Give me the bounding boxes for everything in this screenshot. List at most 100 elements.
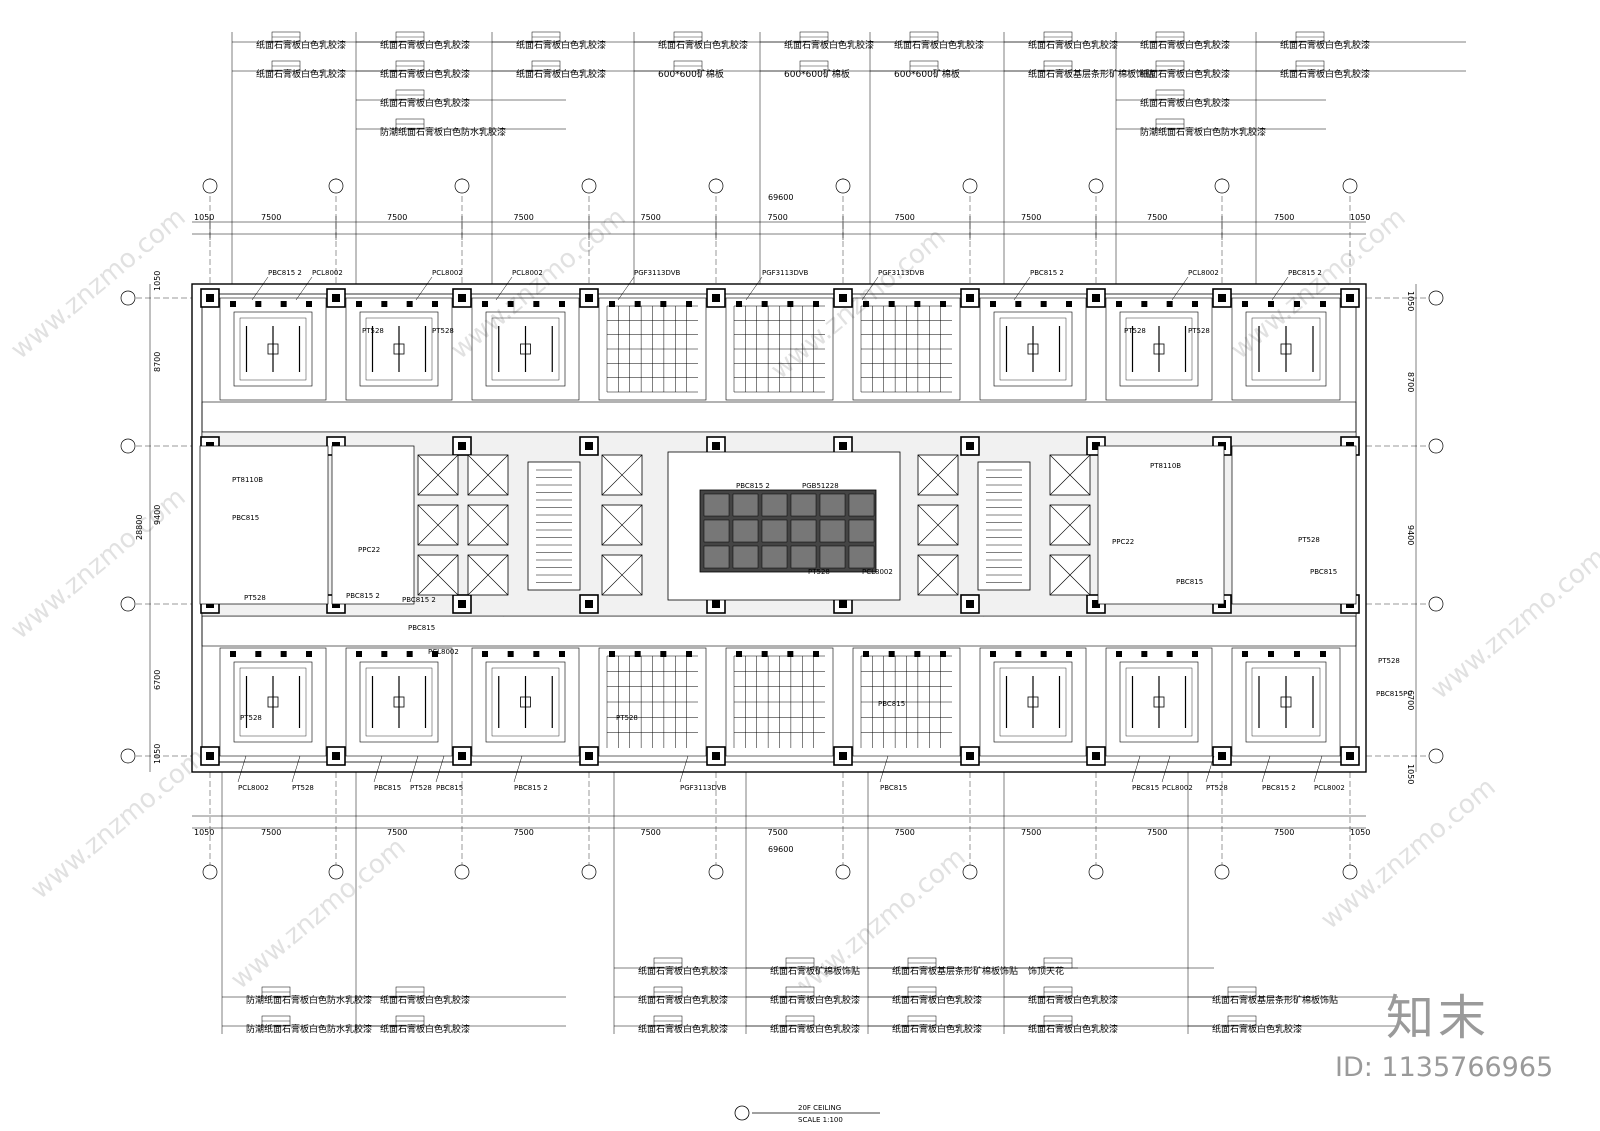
downlight-icon bbox=[1066, 301, 1072, 307]
watermark-text: www.znzmo.com bbox=[785, 842, 971, 1005]
downlight-icon bbox=[660, 651, 667, 657]
fixture-tag-inner: PT528 bbox=[1188, 327, 1210, 335]
fixture-tag-inner: PBC815 bbox=[1310, 568, 1337, 576]
fixture-tag-inner: PT528 bbox=[616, 714, 638, 722]
dim-bay: 7500 bbox=[514, 828, 534, 837]
fixture-tag-inner: PPC22 bbox=[358, 546, 380, 554]
dim-vertical-seg: 6700 bbox=[1406, 690, 1415, 710]
elevator-cross bbox=[1049, 504, 1091, 546]
column-core bbox=[458, 442, 466, 450]
decorative-panel bbox=[819, 519, 846, 543]
title-marker-icon bbox=[734, 1105, 750, 1121]
downlight-icon bbox=[230, 651, 236, 657]
tag-leader bbox=[495, 276, 513, 301]
material-callout-text: 纸面石膏板白色乳胶漆 bbox=[770, 994, 860, 1006]
grid-bubble-icon bbox=[454, 178, 470, 194]
ceiling-panel-inner bbox=[999, 667, 1067, 737]
dim-vertical-overall: 28800 bbox=[135, 515, 144, 540]
outer-wall bbox=[191, 283, 1367, 773]
material-callout-text: 纸面石膏板白色乳胶漆 bbox=[380, 1023, 470, 1035]
material-callout-text: 纸面石膏板白色乳胶漆 bbox=[380, 39, 470, 51]
south-room bbox=[1105, 647, 1213, 757]
fixture-tag-top: PGF3113DVB bbox=[762, 269, 809, 277]
north-room bbox=[219, 297, 327, 401]
fixture-tag-bottom: PGF3113DVB bbox=[680, 784, 727, 792]
fixture-tag-top: PCL8002 bbox=[432, 269, 463, 277]
decorative-panel bbox=[761, 519, 788, 543]
decorative-panel bbox=[819, 493, 846, 517]
downlight-icon bbox=[1192, 301, 1198, 307]
downlight-icon bbox=[813, 301, 819, 307]
material-callout-text: 纸面石膏板基层条形矿棉板饰贴 bbox=[1028, 68, 1154, 80]
downlight-icon bbox=[482, 651, 488, 657]
grid-bubble-icon bbox=[202, 864, 218, 880]
grid-bubble-icon bbox=[1428, 438, 1444, 454]
diffuser-icon bbox=[393, 696, 405, 708]
downlight-icon bbox=[940, 651, 946, 657]
dim-edge-bay: 1050 bbox=[1350, 213, 1370, 222]
downlight-icon bbox=[990, 301, 996, 307]
elevator-cross bbox=[467, 504, 509, 546]
watermark-text: www.znzmo.com bbox=[5, 202, 191, 365]
material-callout-text: 纸面石膏板白色乳胶漆 bbox=[380, 68, 470, 80]
fixture-tag-bottom: PT528 bbox=[292, 784, 314, 792]
tag-leader bbox=[617, 276, 635, 301]
dim-vertical-seg: 1050 bbox=[1406, 764, 1415, 784]
downlight-icon bbox=[406, 301, 413, 307]
downlight-icon bbox=[507, 651, 514, 657]
downlight-icon bbox=[1040, 651, 1047, 657]
dim-bay: 7500 bbox=[768, 213, 788, 222]
fixture-tag-inner: PBC815 bbox=[878, 700, 905, 708]
decorative-panel bbox=[790, 493, 817, 517]
downlight-icon bbox=[761, 301, 768, 307]
downlight-icon bbox=[1166, 651, 1173, 657]
downlight-icon bbox=[1242, 651, 1248, 657]
tag-leader bbox=[879, 755, 889, 783]
ceiling-panel-inner bbox=[239, 317, 307, 381]
grid-bubble-icon bbox=[581, 178, 597, 194]
ceiling-panel bbox=[1119, 661, 1199, 743]
diffuser-icon bbox=[1027, 696, 1039, 708]
downlight-icon bbox=[888, 651, 895, 657]
grid-bubble-icon bbox=[835, 178, 851, 194]
dim-bay: 7500 bbox=[895, 213, 915, 222]
decorative-panel bbox=[732, 493, 759, 517]
downlight-icon bbox=[813, 651, 819, 657]
tag-leader bbox=[237, 755, 247, 783]
dim-vertical-seg: 1050 bbox=[153, 744, 162, 764]
ceiling-panel-inner bbox=[365, 667, 433, 737]
material-callout-text: 600*600矿棉板 bbox=[658, 68, 724, 80]
south-room bbox=[598, 647, 707, 757]
downlight-icon bbox=[1015, 651, 1022, 657]
decorative-panel bbox=[819, 545, 846, 569]
column-core bbox=[839, 600, 847, 608]
material-callout-text: 纸面石膏板白色乳胶漆 bbox=[256, 68, 346, 80]
material-callout-text: 纸面石膏板白色乳胶漆 bbox=[380, 994, 470, 1006]
tag-leader bbox=[435, 755, 445, 783]
column-core bbox=[1346, 294, 1354, 302]
elevator-cross bbox=[417, 554, 459, 596]
column-core bbox=[966, 442, 974, 450]
downlight-icon bbox=[1268, 651, 1274, 657]
tag-leader bbox=[1013, 276, 1031, 301]
dim-vertical-seg: 8700 bbox=[153, 352, 162, 372]
drawing-title-block: 20F CEILING SCALE 1:100 bbox=[734, 1104, 880, 1124]
north-room bbox=[979, 297, 1087, 401]
grid-bubble-icon bbox=[328, 178, 344, 194]
grid-bubble-icon bbox=[1088, 864, 1104, 880]
grid-bubble-icon bbox=[581, 864, 597, 880]
material-callout-text: 纸面石膏板白色乳胶漆 bbox=[516, 68, 606, 80]
ceiling-panel-inner bbox=[491, 667, 560, 737]
south-room bbox=[1231, 647, 1341, 757]
grid-bubble-icon bbox=[202, 178, 218, 194]
column-core bbox=[1092, 442, 1100, 450]
column-core bbox=[332, 752, 340, 760]
drawing-scale: SCALE 1:100 bbox=[798, 1116, 843, 1124]
material-callout-text: 纸面石膏板白色乳胶漆 bbox=[638, 994, 728, 1006]
material-callout-text: 防潮纸面石膏板白色防水乳胶漆 bbox=[246, 994, 372, 1006]
fixture-tag-inner: PT528 bbox=[1124, 327, 1146, 335]
fixture-tag-inner: PBC815 bbox=[232, 514, 259, 522]
column-core bbox=[1092, 600, 1100, 608]
tag-leader bbox=[513, 755, 523, 783]
dim-bay: 7500 bbox=[261, 213, 281, 222]
